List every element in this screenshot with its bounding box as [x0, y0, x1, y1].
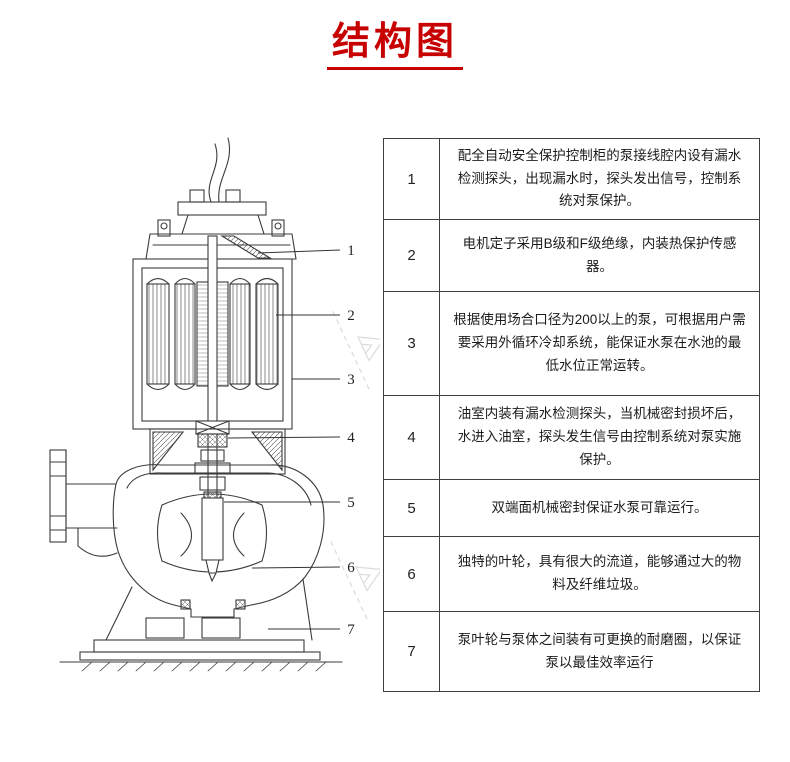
row-description: 泵叶轮与泵体之间装有可更换的耐磨圈，以保证泵以最佳效率运行	[457, 631, 742, 670]
table-row: 3 根据使用场合口径为200以上的泵，可根据用户需要采用外循环冷却系统，能保证水…	[384, 291, 759, 395]
part-label-1: 1	[347, 243, 355, 259]
row-number: 1	[384, 139, 440, 219]
row-description: 根据使用场合口径为200以上的泵，可根据用户需要采用外循环冷却系统，能保证水泵在…	[453, 312, 746, 373]
row-number: 5	[384, 480, 440, 536]
part-label-5: 5	[347, 495, 355, 511]
table-row: 6 独特的叶轮，具有很大的流道，能够通过大的物料及纤维垃圾。	[384, 536, 759, 611]
part-label-7: 7	[347, 622, 355, 638]
part-numbers: 1 2 3 4 5 6 7	[347, 243, 355, 638]
row-number: 2	[384, 220, 440, 291]
title-underline	[327, 67, 463, 70]
pump-structure-diagram: 1 2 3 4 5 6 7	[20, 132, 385, 710]
row-description: 配全自动安全保护控制柜的泵接线腔内设有漏水检测探头，出现漏水时，探头发出信号，控…	[457, 147, 742, 209]
row-number: 3	[384, 292, 440, 395]
part-leader-lines	[224, 249, 341, 630]
table-row: 2 电机定子采用B级和F级绝缘，内装热保护传感器。	[384, 219, 759, 291]
table-row: 5 双端面机械密封保证水泵可靠运行。	[384, 479, 759, 536]
row-number: 7	[384, 612, 440, 691]
watermark-icon	[330, 311, 385, 624]
part-label-4: 4	[347, 430, 355, 446]
pump-drawing	[49, 137, 343, 672]
part-label-6: 6	[347, 560, 355, 576]
table-row: 4 油室内装有漏水检测探头，当机械密封损坏后，水进入油室，探头发生信号由控制系统…	[384, 395, 759, 479]
row-description: 电机定子采用B级和F级绝缘，内装热保护传感器。	[462, 235, 737, 274]
row-number: 4	[384, 396, 440, 479]
part-label-2: 2	[347, 308, 355, 324]
row-description: 双端面机械密封保证水泵可靠运行。	[491, 499, 708, 515]
table-row: 7 泵叶轮与泵体之间装有可更换的耐磨圈，以保证泵以最佳效率运行	[384, 611, 759, 691]
spec-table: 1 配全自动安全保护控制柜的泵接线腔内设有漏水检测探头，出现漏水时，探头发出信号…	[383, 138, 760, 692]
cable-lines	[208, 143, 218, 203]
part-label-3: 3	[347, 372, 355, 388]
row-number: 6	[384, 537, 440, 611]
page-title: 结构图	[331, 21, 458, 63]
row-description: 独特的叶轮，具有很大的流道，能够通过大的物料及纤维垃圾。	[457, 554, 742, 592]
table-row: 1 配全自动安全保护控制柜的泵接线腔内设有漏水检测探头，出现漏水时，探头发出信号…	[384, 139, 759, 219]
pump-svg: 1 2 3 4 5 6 7	[49, 137, 385, 672]
row-description: 油室内装有漏水检测探头，当机械密封损坏后，水进入油室，探头发生信号由控制系统对泵…	[457, 406, 742, 467]
